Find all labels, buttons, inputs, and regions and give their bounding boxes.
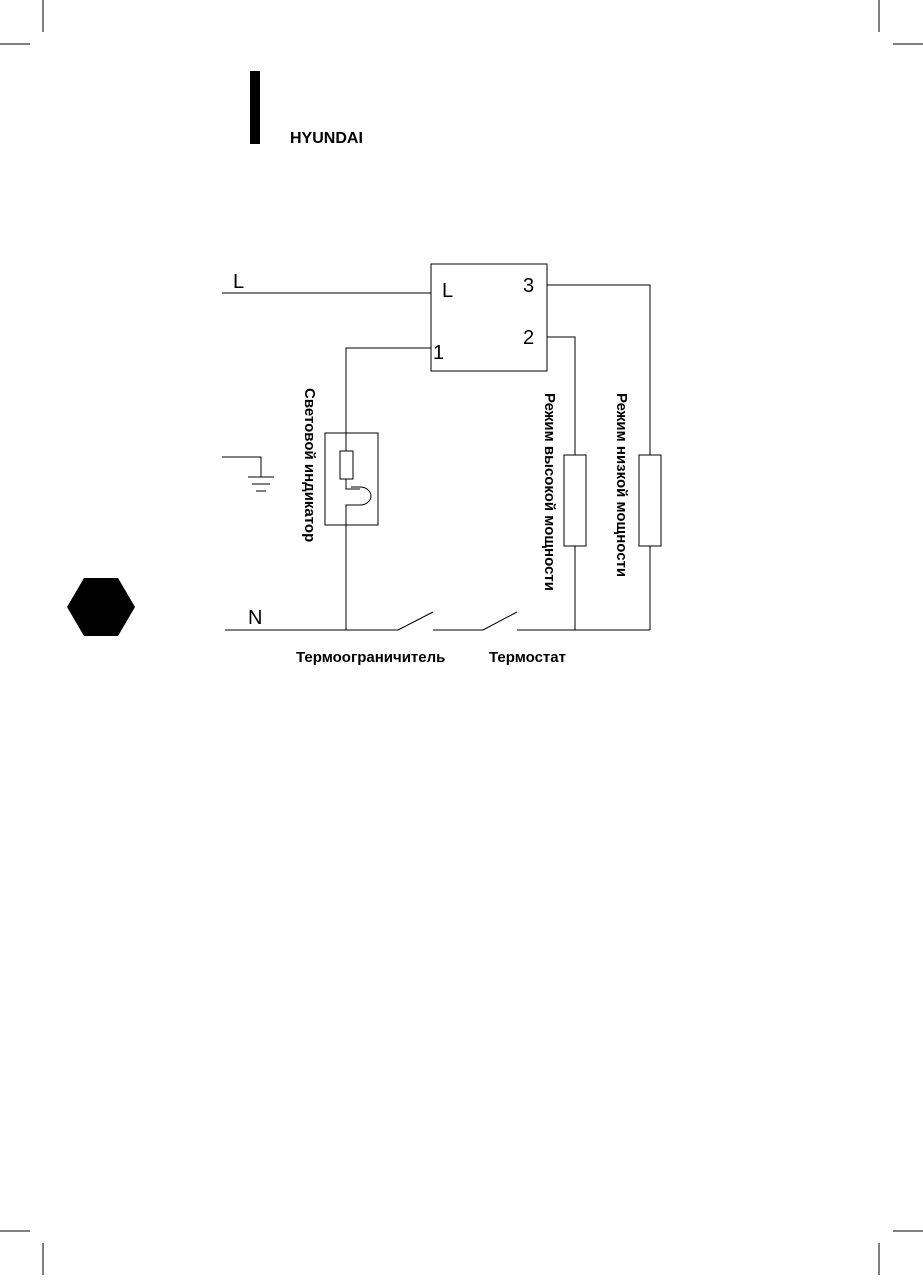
neutral-label: N — [248, 607, 262, 629]
thermal-limiter-switch — [397, 611, 434, 631]
indicator-box — [324, 432, 379, 526]
low-power-heater — [638, 454, 662, 547]
indicator-label: Световой индикатор — [301, 388, 318, 542]
switch-terminal-3: 3 — [523, 275, 534, 297]
circuit-wires — [222, 263, 662, 631]
thermal-limiter-label: Термоограничитель — [296, 649, 445, 666]
thermostat-label: Термостат — [489, 649, 566, 666]
indicator-lamp — [351, 486, 372, 506]
switch-terminal-1: 1 — [433, 342, 444, 364]
high-power-heater — [563, 454, 587, 547]
indicator-resistor — [339, 450, 354, 480]
header-bar — [250, 71, 260, 144]
high-power-label: Режим высокой мощности — [541, 393, 558, 591]
switch-terminal-l: L — [442, 280, 453, 302]
thermostat-switch — [482, 611, 518, 631]
ground-symbol — [222, 456, 274, 492]
line-label: L — [233, 271, 244, 293]
power-switch-box — [430, 263, 548, 372]
brand-logo: HYUNDAI — [290, 130, 363, 147]
switch-terminal-2: 2 — [523, 327, 534, 349]
low-power-label: Режим низкой мощности — [613, 393, 630, 577]
hexagon-marker — [67, 578, 135, 636]
